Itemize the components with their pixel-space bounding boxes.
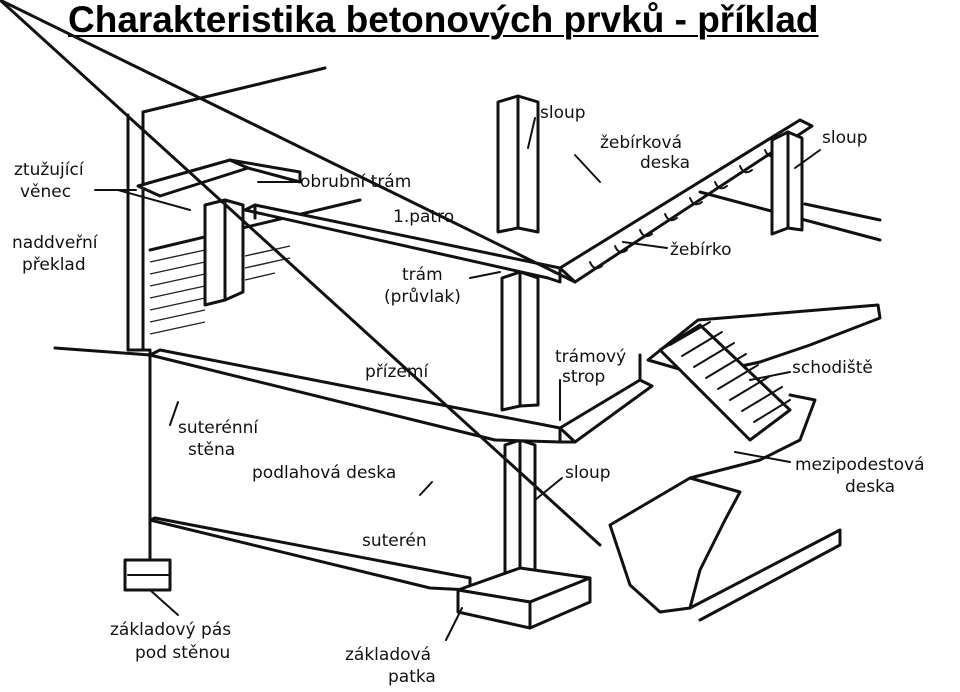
label-suteren: suterén (362, 531, 427, 551)
label-zebirko: žebírko (670, 240, 732, 260)
label-podlahova-deska: podlahová deska (252, 463, 396, 483)
label-sloup-top: sloup (540, 103, 586, 123)
page-title: Charakteristika betonových prvků - příkl… (68, 0, 819, 40)
slab-ribs (589, 135, 882, 270)
label-zebirkova-deska-2: deska (640, 153, 690, 173)
label-naddverni-preklad-2: překlad (22, 255, 86, 275)
label-sloup-right: sloup (822, 128, 868, 148)
labels: ztužující věnec naddveřní překlad obrubn… (12, 103, 925, 687)
label-patro: 1.patro (393, 207, 454, 227)
label-zakladovy-pas-2: pod stěnou (135, 643, 230, 663)
label-tram-pruvlak-2: (průvlak) (384, 287, 461, 307)
label-zakladovy-pas-1: základový pás (110, 620, 231, 640)
column-right (770, 130, 804, 236)
label-zakladova-patka-1: základová (345, 645, 431, 665)
label-tram-pruvlak-1: trám (402, 265, 443, 285)
label-sloup-bottom: sloup (565, 463, 611, 483)
label-suterenni-stena-2: stěna (188, 440, 235, 460)
label-obrubni-tram: obrubní trám (300, 172, 411, 192)
label-tramovy-strop-2: strop (562, 367, 605, 387)
column-middle (500, 270, 540, 412)
lintel-pillars (203, 198, 245, 307)
leader-arrows (94, 117, 821, 641)
foundation-strip (123, 558, 172, 592)
label-tramovy-strop-1: trámový (555, 347, 626, 367)
label-suterenni-stena-1: suterénní (178, 418, 259, 438)
label-ztuzujici-venec-2: věnec (20, 182, 71, 202)
foundation-pad (456, 566, 592, 630)
label-mezipodestova-deska-1: mezipodestová (795, 455, 925, 475)
brick-infill (149, 245, 291, 335)
left-wall (126, 66, 362, 562)
label-zebirkova-deska-1: žebírková (600, 133, 682, 153)
label-schodiste: schodiště (792, 358, 873, 378)
label-mezipodestova-deska-2: deska (845, 477, 895, 497)
label-ztuzujici-venec-1: ztužující (14, 160, 85, 180)
staircase (658, 321, 817, 462)
label-naddverni-preklad-1: naddveřní (12, 233, 99, 253)
label-prizemi: přízemí (365, 362, 429, 382)
basement-floor (148, 516, 472, 592)
column-top (496, 94, 540, 234)
ring-beam (136, 158, 302, 198)
landing-slab (0, 0, 842, 622)
label-zakladova-patka-2: patka (388, 667, 436, 687)
